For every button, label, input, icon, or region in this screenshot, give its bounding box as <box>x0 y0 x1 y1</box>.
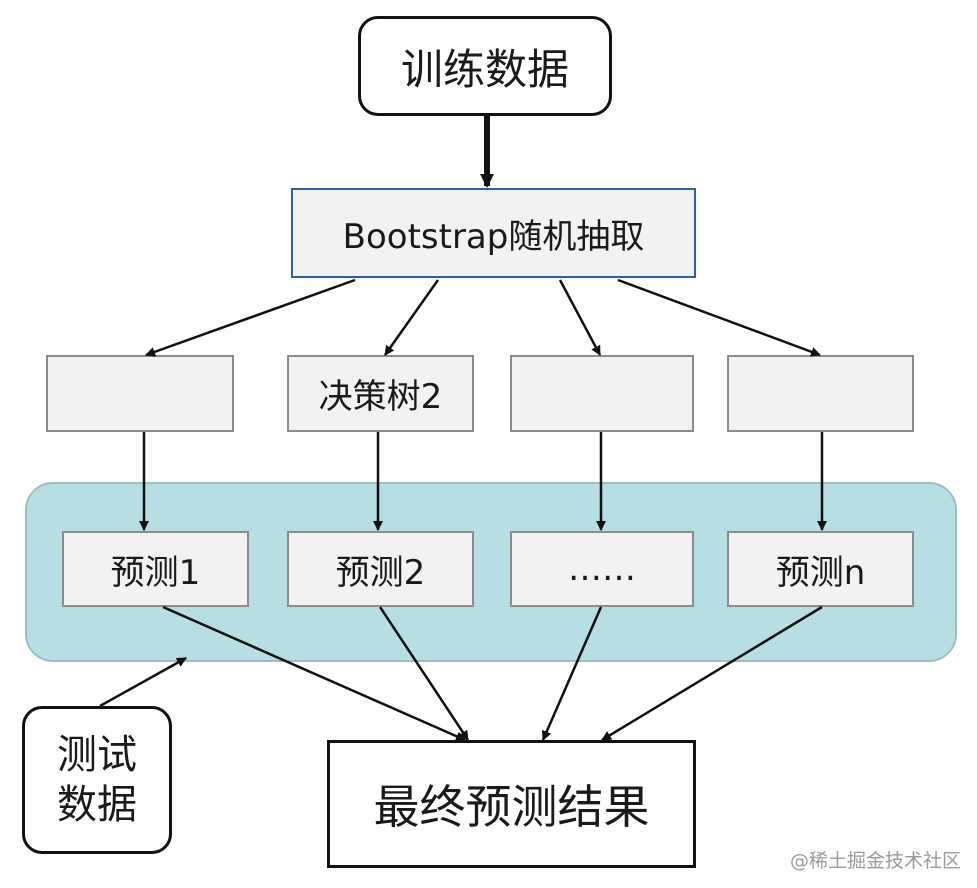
arrow-bootstrap-to-tree-2 <box>383 279 440 356</box>
prediction-dots-label: …… <box>568 549 636 589</box>
bootstrap-node: Bootstrap随机抽取 <box>291 188 696 278</box>
arrow-prediction-dots-to-final <box>541 606 603 741</box>
prediction-2-label: 预测2 <box>335 552 426 593</box>
prediction-node-2: 预测2 <box>287 531 474 607</box>
final-result-label: 最终预测结果 <box>373 780 650 834</box>
arrow-prediction-2-to-final <box>378 606 470 741</box>
training-data-label: 训练数据 <box>400 44 569 94</box>
arrow-bootstrap-to-tree-1 <box>145 278 356 357</box>
test-data-label-line1: 测试 <box>57 732 137 778</box>
watermark: @稀土掘金技术社区 <box>790 850 962 872</box>
test-data-node: 测试 数据 <box>22 706 172 854</box>
test-data-label-line2: 数据 <box>57 782 137 828</box>
arrow-test-data-to-panel <box>99 656 187 708</box>
training-data-node: 训练数据 <box>358 16 612 116</box>
arrow-bootstrap-to-tree-3 <box>558 279 602 356</box>
prediction-node-dots: …… <box>510 531 694 607</box>
arrow-bootstrap-to-tree-n <box>617 278 821 357</box>
tree-node-n <box>727 355 914 432</box>
tree-node-3 <box>510 355 694 432</box>
prediction-1-label: 预测1 <box>110 552 201 593</box>
prediction-node-n: 预测n <box>727 531 914 607</box>
prediction-node-1: 预测1 <box>62 531 249 607</box>
arrow-prediction-1-to-final <box>162 605 466 742</box>
tree-node-2: 决策树2 <box>287 355 474 432</box>
tree-node-1 <box>46 355 234 432</box>
prediction-n-label: 预测n <box>775 552 866 593</box>
bootstrap-label: Bootstrap随机抽取 <box>342 216 645 257</box>
arrow-prediction-n-to-final <box>601 605 823 742</box>
tree-2-label: 决策树2 <box>318 377 443 417</box>
final-result-node: 最终预测结果 <box>327 740 696 868</box>
